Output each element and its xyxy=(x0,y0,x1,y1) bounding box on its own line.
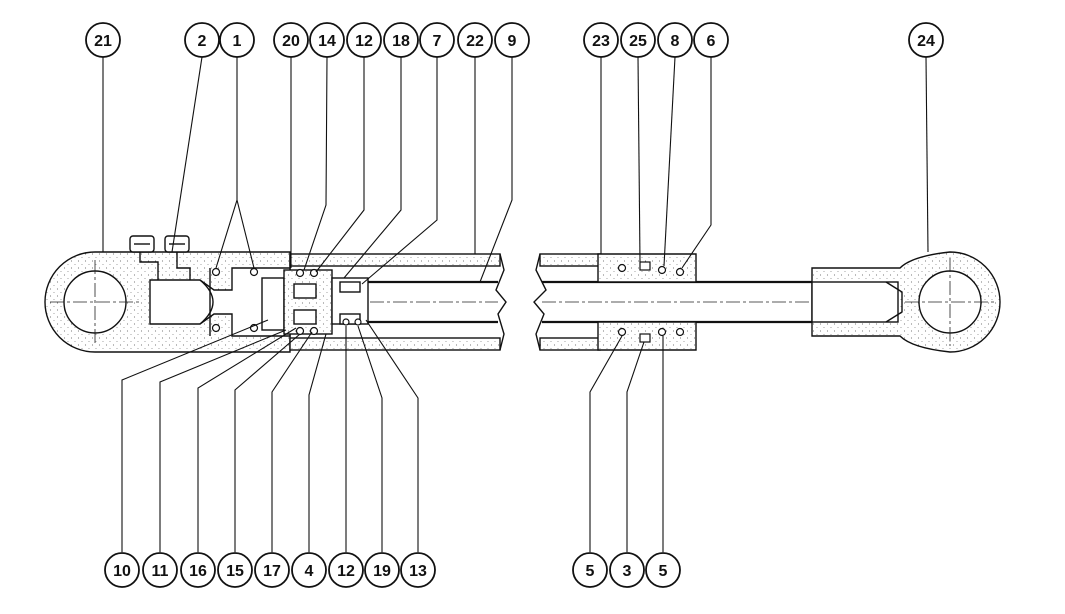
callout-label: 17 xyxy=(263,563,281,580)
callout-label: 5 xyxy=(659,563,668,580)
callout-bubble: 18 xyxy=(383,22,419,58)
callout-bubble: 3 xyxy=(609,552,645,588)
callout-label: 14 xyxy=(318,33,336,50)
callout-label: 12 xyxy=(337,563,355,580)
callout-label: 15 xyxy=(226,563,244,580)
callout-bubbles-top: 21 2 1 20 14 12 18 7 22 9 23 25 8 6 24 xyxy=(85,22,944,58)
callout-label: 2 xyxy=(198,33,207,50)
callout-bubble: 12 xyxy=(328,552,364,588)
callout-bubble: 2 xyxy=(184,22,220,58)
callout-label: 19 xyxy=(373,563,391,580)
callout-bubbles-bottom: 10 11 16 15 17 4 12 19 13 5 3 5 xyxy=(104,552,681,588)
callout-label: 8 xyxy=(671,33,680,50)
callout-label: 5 xyxy=(586,563,595,580)
callout-bubble: 1 xyxy=(219,22,255,58)
callout-label: 12 xyxy=(355,33,373,50)
callout-bubble: 10 xyxy=(104,552,140,588)
callout-label: 9 xyxy=(508,33,517,50)
callout-label: 21 xyxy=(94,33,112,50)
callout-bubble: 8 xyxy=(657,22,693,58)
callout-bubble: 11 xyxy=(142,552,178,588)
callout-label: 7 xyxy=(433,33,442,50)
callout-label: 22 xyxy=(466,33,484,50)
callout-label: 1 xyxy=(233,33,242,50)
callout-bubble: 6 xyxy=(693,22,729,58)
callout-bubble: 25 xyxy=(620,22,656,58)
piston-assembly xyxy=(261,268,369,336)
cylinder-tube xyxy=(289,253,601,351)
gland-head xyxy=(597,253,697,351)
callout-bubble: 17 xyxy=(254,552,290,588)
callout-bubble: 24 xyxy=(908,22,944,58)
leader-lines xyxy=(102,56,929,552)
callout-bubble: 16 xyxy=(180,552,216,588)
callout-bubble: 5 xyxy=(645,552,681,588)
callout-label: 11 xyxy=(152,563,169,580)
callout-bubble: 23 xyxy=(583,22,619,58)
callout-label: 4 xyxy=(305,563,314,580)
break-marks xyxy=(495,253,547,351)
callout-label: 6 xyxy=(707,33,716,50)
callout-bubble: 4 xyxy=(291,552,327,588)
rod-eye xyxy=(811,251,1001,353)
callout-bubble: 13 xyxy=(400,552,436,588)
port-fittings xyxy=(129,235,191,286)
callout-bubble: 12 xyxy=(346,22,382,58)
callout-label: 16 xyxy=(189,563,207,580)
callout-bubble: 19 xyxy=(364,552,400,588)
callout-label: 10 xyxy=(113,563,131,580)
callout-bubble: 5 xyxy=(572,552,608,588)
callout-label: 24 xyxy=(917,33,935,50)
callout-bubble: 21 xyxy=(85,22,121,58)
callout-label: 18 xyxy=(392,33,410,50)
callout-label: 3 xyxy=(623,563,632,580)
cap-internal-bore xyxy=(149,267,291,337)
callout-bubble: 22 xyxy=(457,22,493,58)
callout-bubble: 20 xyxy=(273,22,309,58)
callout-label: 13 xyxy=(409,563,427,580)
callout-bubble: 7 xyxy=(419,22,455,58)
callout-label: 23 xyxy=(592,33,610,50)
callout-bubble: 14 xyxy=(309,22,345,58)
callout-bubble: 9 xyxy=(494,22,530,58)
callout-label: 25 xyxy=(629,33,647,50)
callout-label: 20 xyxy=(282,33,300,50)
callout-bubble: 15 xyxy=(217,552,253,588)
